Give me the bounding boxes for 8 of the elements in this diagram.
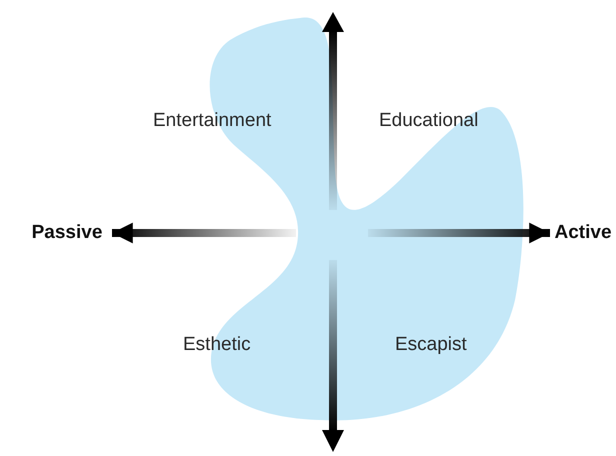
quadrant-label: Esthetic <box>183 334 251 356</box>
quadrant-label: Entertainment <box>153 110 272 132</box>
axis-label: Passive <box>22 220 112 246</box>
quadrant-label: Educational <box>379 110 478 132</box>
arrow <box>112 222 296 244</box>
axis-label: Active <box>550 220 616 246</box>
arrow <box>368 222 550 244</box>
quadrant-label: Escapist <box>395 334 467 356</box>
